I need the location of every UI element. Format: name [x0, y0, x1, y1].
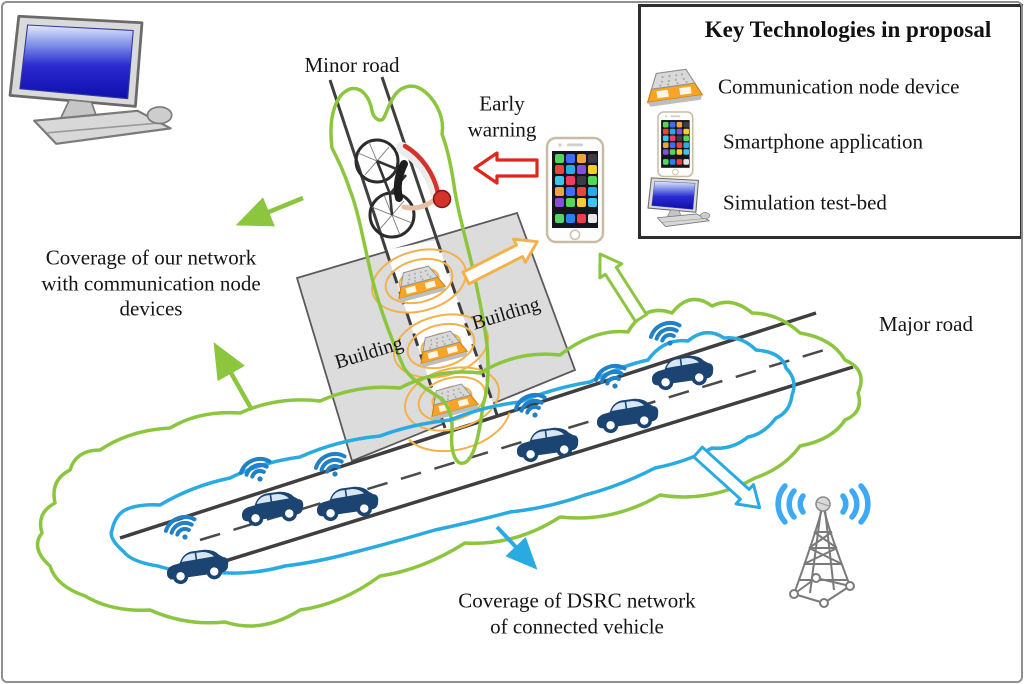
coverage-to-phone-arrow-icon: [598, 252, 648, 324]
car-icon: [237, 486, 307, 528]
car-icon: [592, 393, 662, 435]
radio-tower-icon: [775, 483, 871, 608]
desktop-computer-icon: [8, 14, 174, 146]
green-coverage-outline-minor: [329, 84, 490, 465]
dsrc-coverage-label: Coverage of DSRC network of connected ve…: [458, 588, 695, 639]
dsrc-coverage-line-2: of connected vehicle: [490, 614, 664, 638]
connected-vehicle-3: [311, 447, 382, 523]
dsrc-coverage-line-1: Coverage of DSRC network: [458, 588, 696, 613]
coverage-arrow-mid-left: [213, 342, 254, 412]
early-warning-arrow-icon: [473, 151, 539, 185]
wifi-icon: [591, 359, 633, 397]
green-coverage-outline-major: [35, 297, 863, 628]
major-road-label: Major road: [879, 312, 973, 337]
car-icon: [512, 422, 582, 464]
coverage-arrow-top-left: [235, 195, 304, 227]
legend-item-smartphone: Smartphone application: [723, 129, 924, 154]
early-warning-line-1: Early: [479, 91, 525, 116]
network-coverage-label: Coverage of our network with communicati…: [41, 246, 260, 323]
minor-road-label: Minor road: [304, 53, 400, 78]
communication-node-3: [396, 356, 511, 453]
wifi-icon: [511, 388, 553, 426]
connected-vehicle-6: [646, 316, 717, 392]
legend-item-simulation: Simulation test-bed: [723, 190, 887, 215]
node-to-phone-arrow-icon: [461, 237, 539, 286]
dsrc-label-arrow: [495, 525, 538, 570]
legend-item-communication-node: Communication node device: [718, 74, 960, 99]
early-warning-label: Early warning: [468, 91, 537, 142]
tower-signal-icon: [775, 483, 871, 525]
network-coverage-line-1: Coverage of our network: [45, 245, 257, 270]
network-coverage-line-2: with communication node: [41, 271, 261, 296]
connected-vehicle-5: [591, 359, 662, 435]
car-icon: [162, 544, 232, 586]
connected-vehicle-1: [161, 510, 232, 586]
wifi-icon: [646, 316, 688, 354]
lane-divider: [199, 345, 835, 542]
wifi-icon: [236, 452, 278, 490]
wifi-icon: [161, 510, 203, 548]
car-icon: [647, 350, 717, 392]
early-warning-line-2: warning: [467, 117, 537, 141]
network-coverage-line-3: devices: [119, 296, 183, 321]
smartphone-icon: [545, 136, 605, 244]
dsrc-to-tower-arrow-icon: [692, 445, 762, 510]
legend-title: Key Technologies in proposal: [704, 17, 992, 42]
cyclist-icon: [354, 138, 452, 239]
